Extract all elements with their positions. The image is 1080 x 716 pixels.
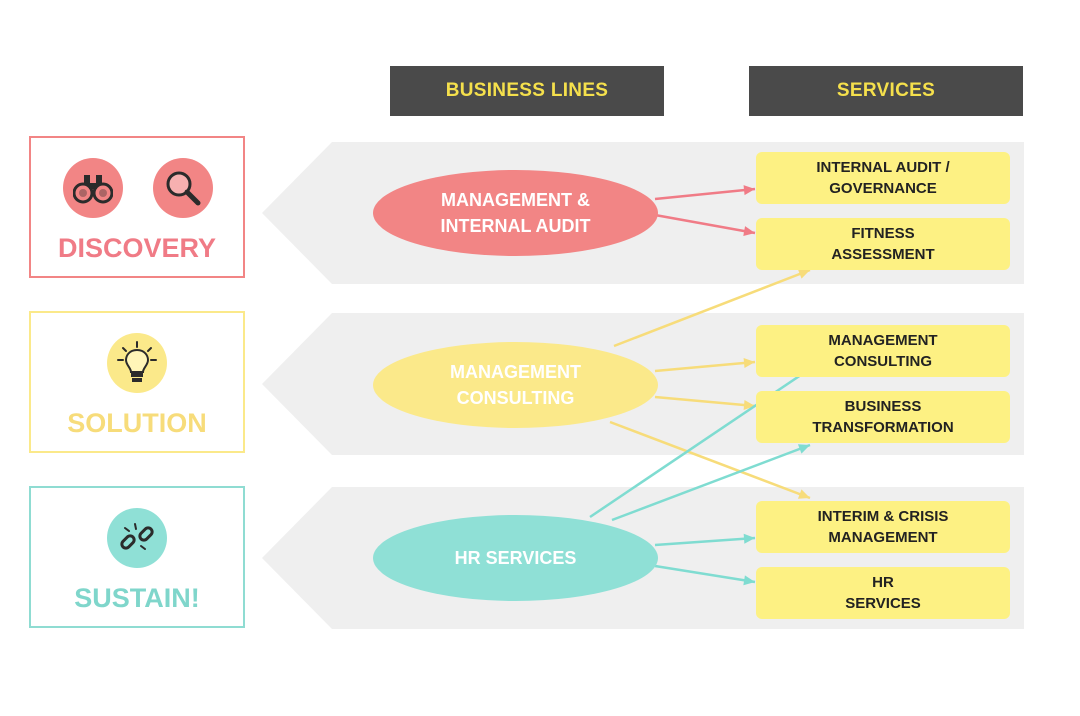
connection-arrow-1-1 xyxy=(613,268,811,348)
stage-label-sustain: SUSTAIN! xyxy=(74,583,200,613)
broken-chain-icon xyxy=(107,508,167,568)
arrowhead-2-3 xyxy=(797,444,810,454)
magnifier-icon xyxy=(153,158,213,218)
connection-arrow-1-2 xyxy=(654,360,756,373)
connection-arrow-1-4 xyxy=(609,420,811,500)
arrowhead-1-4 xyxy=(797,489,810,499)
stage-sustain: SUSTAIN! xyxy=(29,486,245,628)
arrowhead-1-2 xyxy=(743,358,755,368)
stage-label-solution: SOLUTION xyxy=(67,408,207,438)
connection-arrow-2-5 xyxy=(654,564,756,584)
connection-arrow-0-1 xyxy=(654,213,756,235)
business-lines-header: BUSINESS LINES xyxy=(390,66,664,116)
service-internal-audit-governance: INTERNAL AUDIT / GOVERNANCE xyxy=(756,152,1010,204)
service-fitness-assessment: FITNESS ASSESSMENT xyxy=(756,218,1010,270)
arrowhead-1-1 xyxy=(797,269,810,279)
binoculars-icon xyxy=(63,158,123,218)
connection-arrow-2-3 xyxy=(611,443,811,522)
service-management-consulting: MANAGEMENT CONSULTING xyxy=(756,325,1010,377)
arrowhead-2-4 xyxy=(743,533,755,544)
arrowhead-0-1 xyxy=(743,226,755,236)
stage-solution: SOLUTION xyxy=(29,311,245,453)
connection-arrow-1-3 xyxy=(654,395,756,408)
stage-label-discovery: DISCOVERY xyxy=(57,233,217,263)
connection-arrow-2-4 xyxy=(654,536,756,547)
services-header: SERVICES xyxy=(749,66,1023,116)
arrowhead-2-5 xyxy=(743,575,755,586)
business-line-management-internal-audit: MANAGEMENT & INTERNAL AUDIT xyxy=(373,170,658,256)
service-hr-services: HR SERVICES xyxy=(756,567,1010,619)
connection-arrow-2-2 xyxy=(589,350,836,519)
service-interim-crisis-management: INTERIM & CRISIS MANAGEMENT xyxy=(756,501,1010,553)
connection-arrow-0-0 xyxy=(654,187,756,201)
arrowhead-0-0 xyxy=(743,185,755,196)
lightbulb-icon xyxy=(107,333,167,393)
stage-discovery: DISCOVERY xyxy=(29,136,245,278)
arrowhead-1-3 xyxy=(743,400,755,410)
business-line-hr-services: HR SERVICES xyxy=(373,515,658,601)
service-business-transformation: BUSINESS TRANSFORMATION xyxy=(756,391,1010,443)
business-line-management-consulting: MANAGEMENT CONSULTING xyxy=(373,342,658,428)
